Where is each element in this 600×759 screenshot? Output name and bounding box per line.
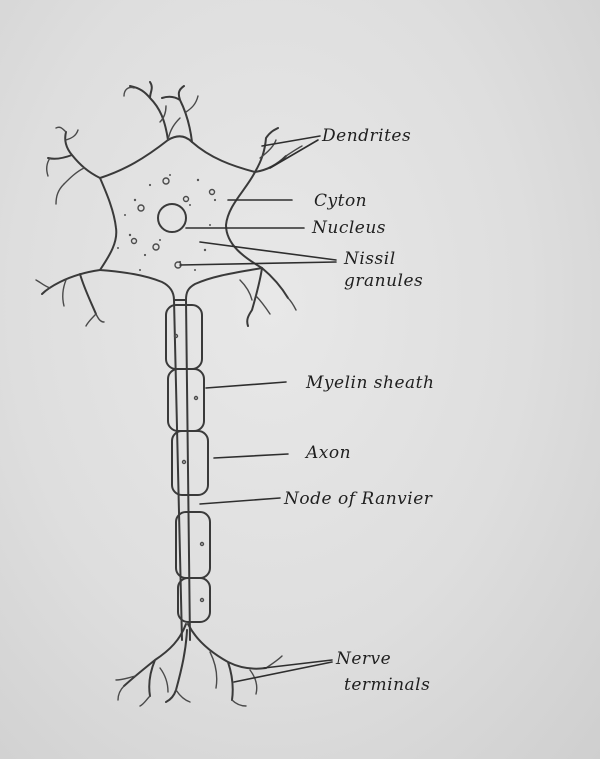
nerve-terminals-shape: [115, 623, 283, 707]
axon-shape: [173, 299, 191, 641]
label-nerve-line1: Nerve: [335, 649, 391, 669]
cyton-stipple: [117, 174, 217, 271]
label-axon: Axon: [304, 443, 351, 463]
label-nucleus: Nucleus: [311, 218, 386, 238]
cyton-outline: [99, 135, 263, 301]
label-cyton: Cyton: [314, 191, 367, 211]
nucleus-shape: [157, 203, 187, 233]
label-myelin-sheath: Myelin sheath: [305, 373, 434, 393]
label-nissil-line2: granules: [344, 271, 423, 291]
label-dendrites: Dendrites: [321, 126, 411, 146]
label-nerve-line2: terminals: [344, 675, 430, 695]
myelin-segments: [165, 304, 211, 623]
label-node-of-ranvier: Node of Ranvier: [283, 489, 433, 509]
dendrites-shape: [35, 81, 303, 327]
label-nissil-line1: Nissil: [343, 249, 396, 269]
leader-lines: [179, 135, 337, 683]
nissil-granules-shapes: [130, 177, 216, 269]
